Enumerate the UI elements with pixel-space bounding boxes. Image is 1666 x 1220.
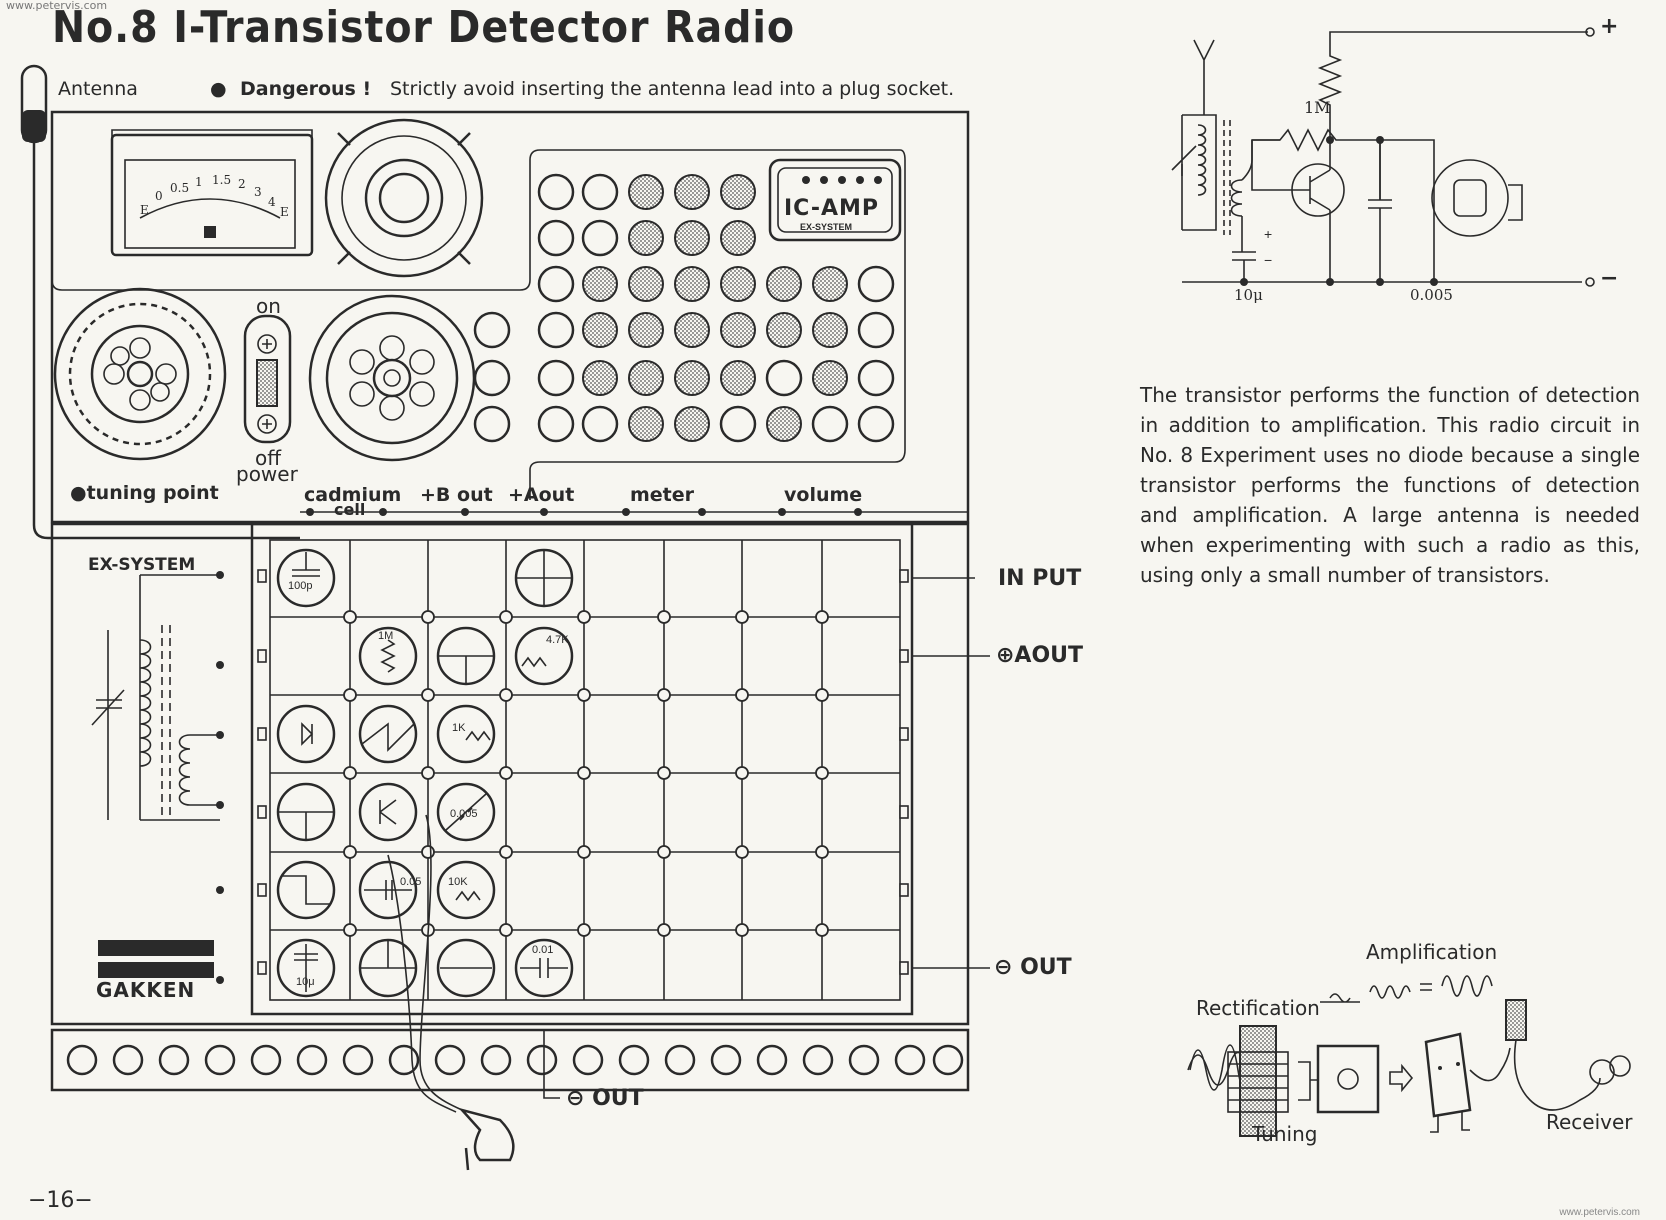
svg-text:E: E xyxy=(280,205,289,219)
part-0-05: 0.05 xyxy=(400,876,422,888)
part-10k: 10K xyxy=(448,876,468,888)
terminal-strip xyxy=(300,508,968,516)
ic-amp-subtext: EX-SYSTEM xyxy=(800,222,853,232)
part-1m: 1M xyxy=(378,630,394,642)
svg-text:1: 1 xyxy=(195,175,203,189)
ex-system-brand: EX-SYSTEM xyxy=(88,555,196,575)
svg-text:0.5: 0.5 xyxy=(170,181,189,195)
out-side-label: ⊖ OUT xyxy=(994,955,1072,980)
svg-text:2: 2 xyxy=(238,177,246,191)
description-text: The transistor performs the function of … xyxy=(1140,383,1640,587)
warning-dangerous: Dangerous ! xyxy=(240,78,372,100)
in-put-label: IN PUT xyxy=(998,566,1082,591)
schematic-10u-label: 10μ xyxy=(1234,286,1263,304)
bottom-socket-row xyxy=(50,1028,970,1092)
tuning-point-label: ●tuning point xyxy=(70,482,219,504)
earphone-leads[interactable] xyxy=(387,814,515,1171)
terminal-bout: +B out xyxy=(420,484,493,506)
svg-text:E: E xyxy=(140,203,149,217)
schematic-plus-terminal: + xyxy=(1600,14,1619,39)
gakken-brand: GAKKEN xyxy=(96,978,196,1002)
terminal-meter: meter xyxy=(630,484,695,506)
page-title: No.8 I-Transistor Detector Radio xyxy=(52,2,795,53)
part-0-005: 0.005 xyxy=(450,808,478,820)
breadboard xyxy=(50,522,970,1026)
antenna-plug[interactable] xyxy=(20,64,300,540)
terminal-volume: volume xyxy=(784,484,863,506)
volume-dial[interactable] xyxy=(308,294,476,462)
schematic-cap-minus: − xyxy=(1264,252,1273,268)
schematic-minus-terminal: − xyxy=(1600,266,1619,291)
warning-bullet: ● xyxy=(210,78,227,100)
schematic-cap-plus: + xyxy=(1264,226,1273,242)
terminal-aout: +Aout xyxy=(508,484,575,506)
receiver-label: Receiver xyxy=(1546,1110,1633,1134)
part-1k: 1K xyxy=(452,722,466,734)
page-number: −16− xyxy=(28,1188,93,1213)
part-0-01: 0.01 xyxy=(532,944,554,956)
part-10u: 10μ xyxy=(296,976,315,988)
rectification-label: Rectification xyxy=(1196,996,1320,1020)
ex-system-coil xyxy=(91,571,224,984)
power-switch[interactable] xyxy=(243,314,292,444)
part-100p: 100p xyxy=(288,580,313,592)
svg-text:0: 0 xyxy=(155,189,163,203)
part-4-7k: 4.7K xyxy=(546,634,569,646)
svg-text:1.5: 1.5 xyxy=(212,173,231,187)
board-components xyxy=(276,548,574,998)
tuning-label: Tuning xyxy=(1252,1122,1318,1146)
power-off-label: off xyxy=(255,446,282,470)
tuning-dial[interactable] xyxy=(53,287,227,461)
antenna-label: Antenna xyxy=(58,78,138,100)
ic-amp-text: IC-AMP xyxy=(784,196,880,221)
svg-text:4: 4 xyxy=(268,195,276,209)
amplification-label: Amplification xyxy=(1366,940,1498,964)
speaker xyxy=(324,118,484,278)
watermark: www.petervis.com xyxy=(6,0,108,12)
ic-amp-logo xyxy=(768,158,902,242)
aout-side-label: ⊕AOUT xyxy=(996,643,1084,668)
upper-panel xyxy=(50,110,970,524)
terminal-cell: cell xyxy=(334,500,366,519)
svg-text:3: 3 xyxy=(254,185,262,199)
meter-gauge: E 0 0.5 1 1.5 2 3 4 E xyxy=(110,129,314,257)
watermark-bottom: www.petervis.com xyxy=(1559,1207,1640,1218)
circuit-schematic xyxy=(1171,27,1595,287)
power-label: power xyxy=(236,462,298,486)
terminal-cadmium: cadmium xyxy=(304,484,402,506)
power-on-label: on xyxy=(256,294,281,318)
out-bottom-label: ⊖ OUT xyxy=(566,1086,644,1111)
schematic-1m-label: 1M xyxy=(1304,98,1331,117)
schematic-0005-label: 0.005 xyxy=(1410,286,1453,304)
socket-grid xyxy=(473,173,895,443)
warning-text: Strictly avoid inserting the antenna lea… xyxy=(390,78,955,100)
process-illustration xyxy=(1187,975,1631,1137)
